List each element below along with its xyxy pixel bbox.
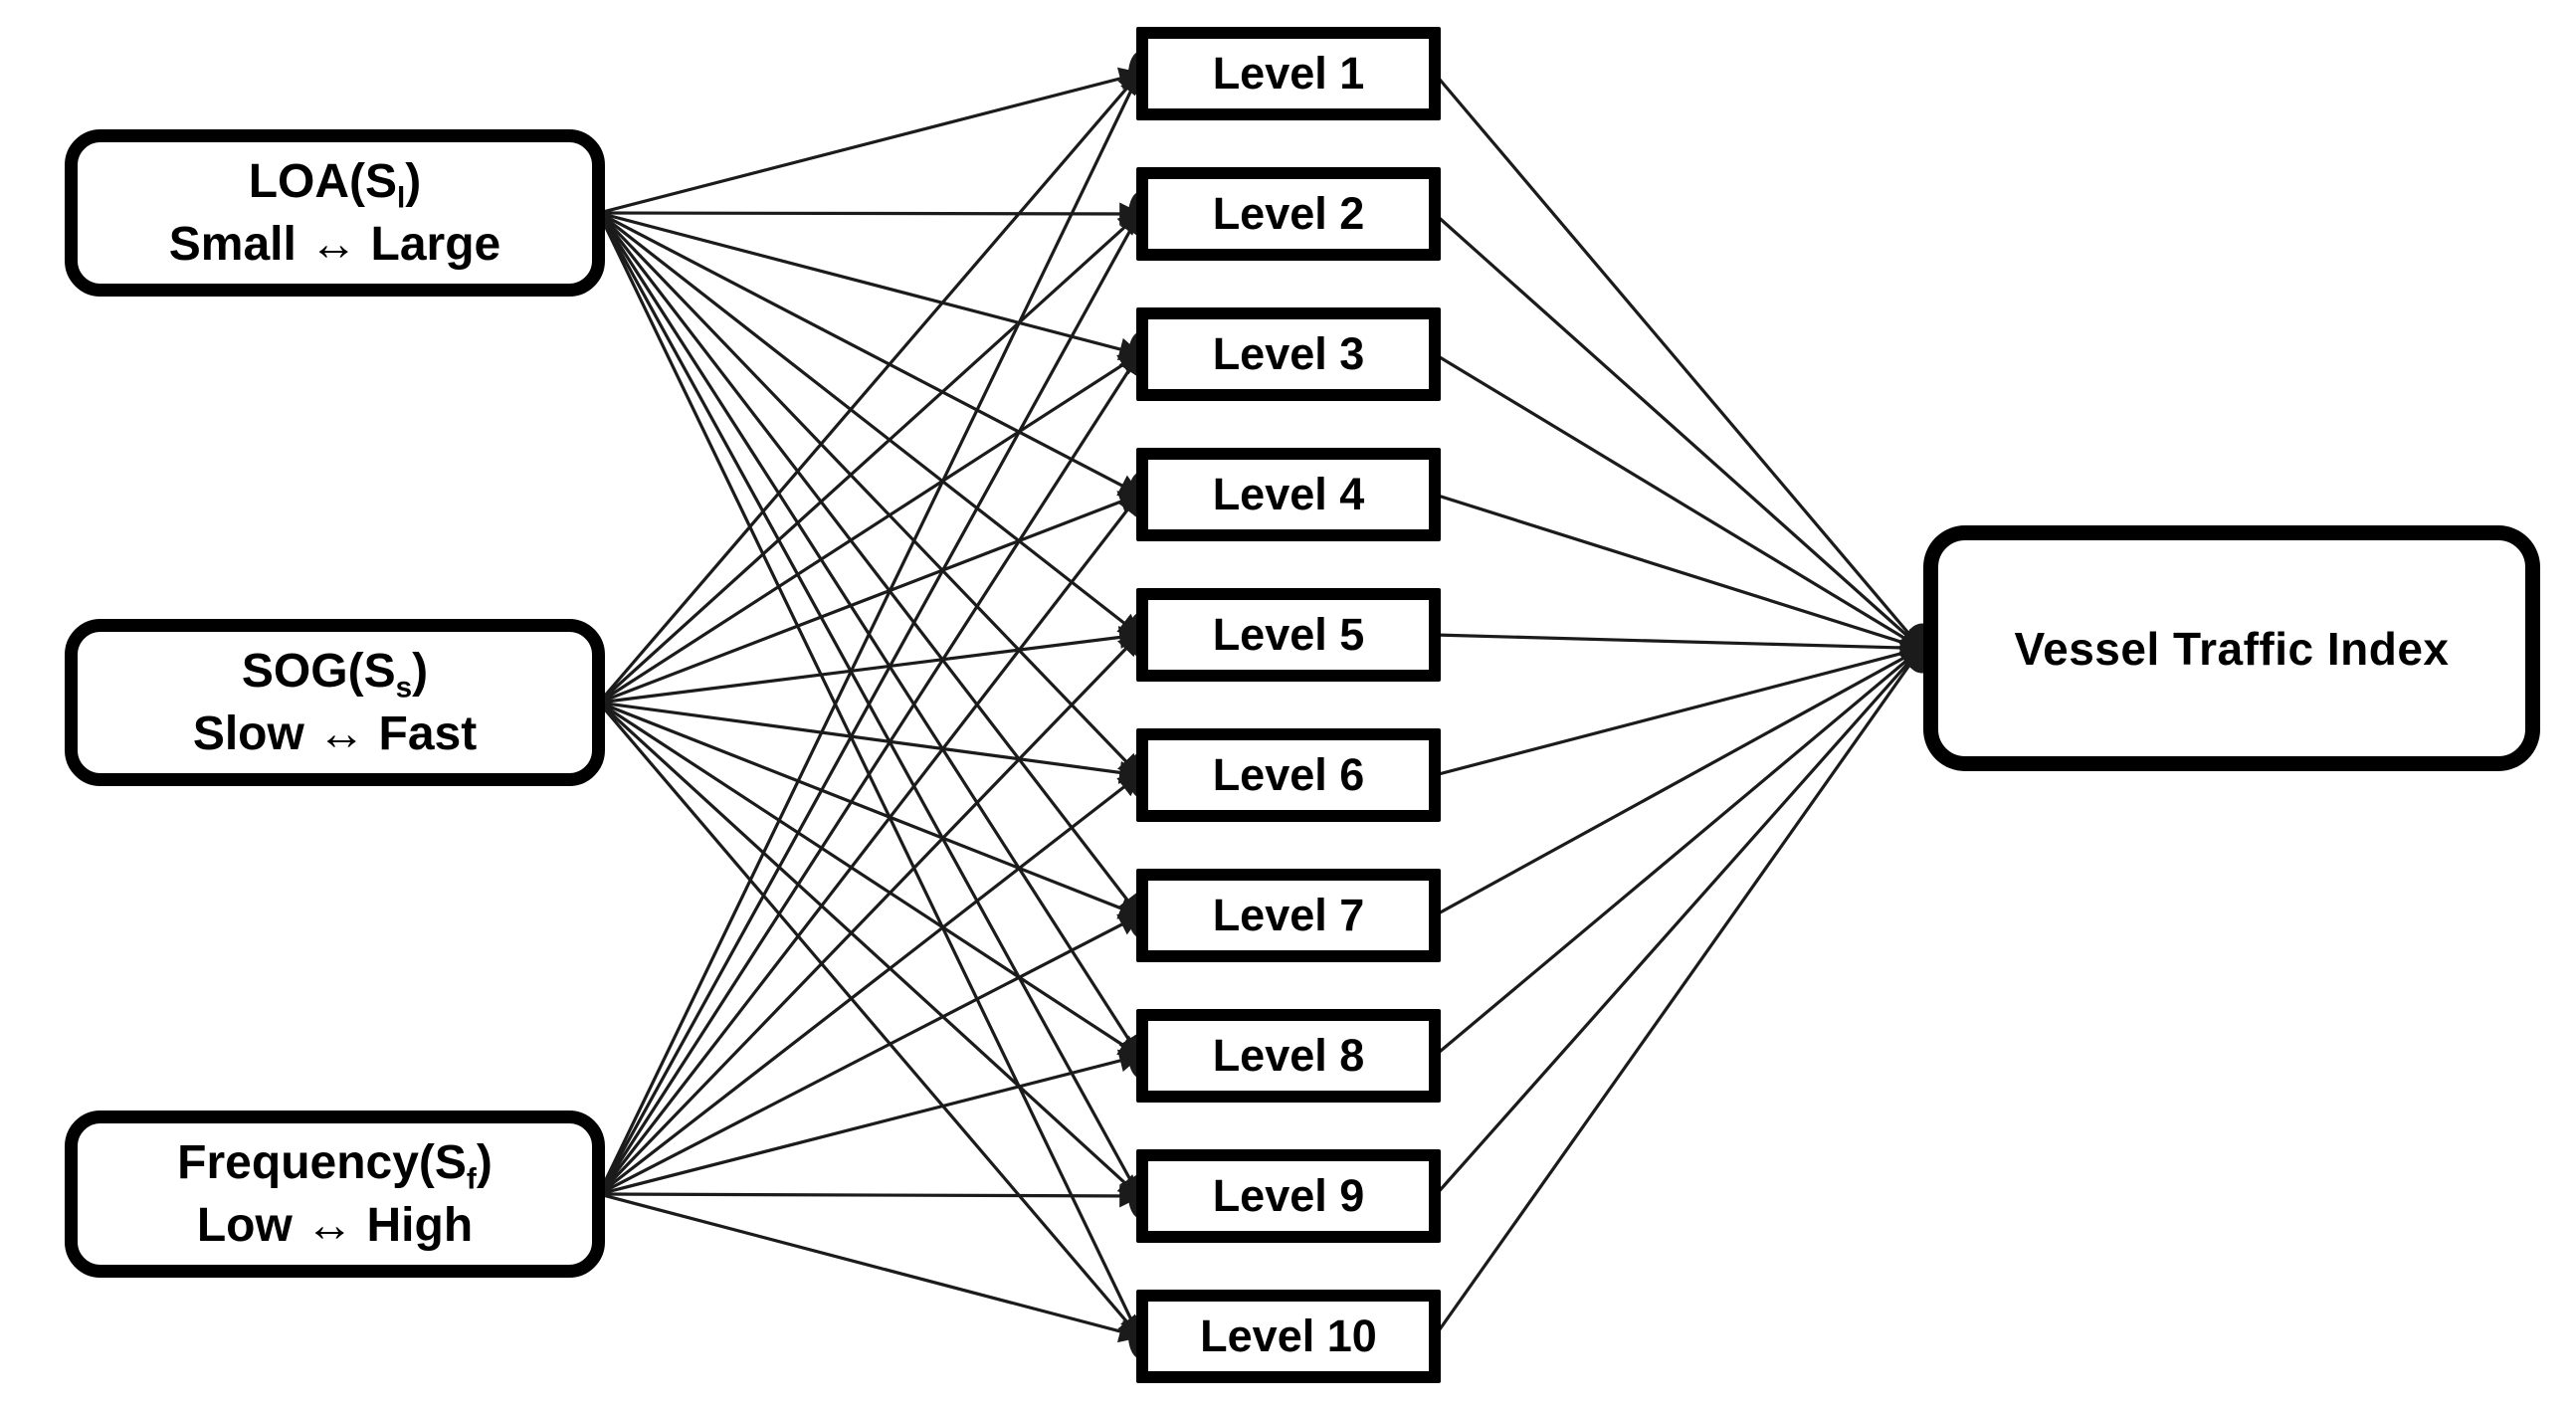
- input-label-text: LOA(S: [248, 154, 398, 208]
- input-label-subscript: l: [397, 181, 406, 215]
- input-label-close: ): [476, 1135, 493, 1189]
- input-node-loa: LOA(Sl) Small ↔ Large: [65, 129, 605, 297]
- output-node-vessel-traffic-index: Vessel Traffic Index: [1923, 525, 2540, 771]
- input-label-subscript: f: [466, 1162, 477, 1196]
- level-node-6: Level 6: [1136, 728, 1441, 822]
- level-node-3: Level 3: [1136, 307, 1441, 401]
- input-node-title: SOG(Ss): [242, 640, 428, 703]
- input-label-close: ): [405, 154, 422, 208]
- input-node-range: Low ↔ High: [196, 1199, 474, 1252]
- level-node-9: Level 9: [1136, 1149, 1441, 1243]
- input-node-range: Small ↔ Large: [168, 218, 501, 271]
- level-node-10: Level 10: [1136, 1290, 1441, 1383]
- input-label-text: Frequency(S: [177, 1135, 467, 1189]
- input-node-frequency: Frequency(Sf) Low ↔ High: [65, 1110, 605, 1278]
- level-node-7: Level 7: [1136, 869, 1441, 962]
- level-node-8: Level 8: [1136, 1009, 1441, 1103]
- input-label-close: ): [412, 644, 429, 698]
- level-node-1: Level 1: [1136, 27, 1441, 120]
- input-node-range: Slow ↔ Fast: [192, 707, 478, 760]
- input-node-title: Frequency(Sf): [177, 1131, 493, 1194]
- input-label-subscript: s: [395, 671, 413, 705]
- input-node-sog: SOG(Ss) Slow ↔ Fast: [65, 619, 605, 786]
- output-node-label: Vessel Traffic Index: [2014, 622, 2450, 675]
- input-label-text: SOG(S: [241, 644, 396, 698]
- level-node-5: Level 5: [1136, 588, 1441, 682]
- level-node-4: Level 4: [1136, 448, 1441, 541]
- input-node-title: LOA(Sl): [249, 150, 422, 213]
- level-node-2: Level 2: [1136, 167, 1441, 261]
